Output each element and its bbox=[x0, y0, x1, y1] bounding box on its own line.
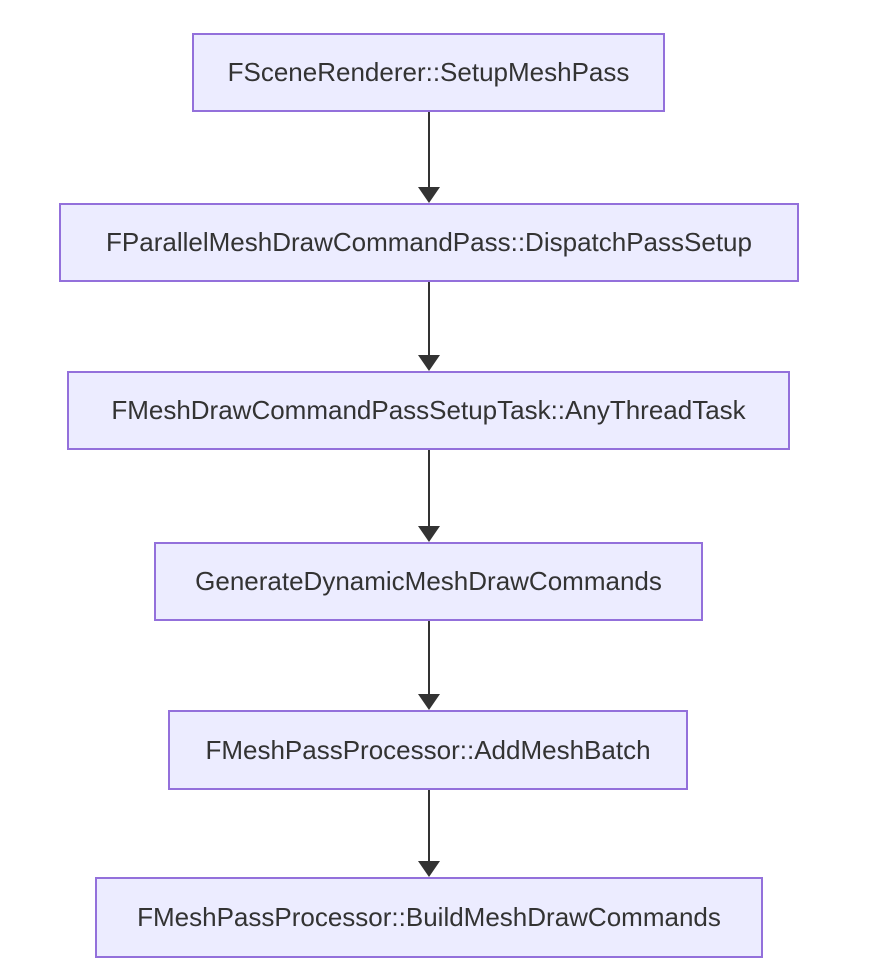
arrowhead-icon bbox=[418, 187, 440, 203]
node-dispatch-pass-setup: FParallelMeshDrawCommandPass::DispatchPa… bbox=[59, 203, 799, 282]
node-add-mesh-batch: FMeshPassProcessor::AddMeshBatch bbox=[168, 710, 688, 790]
edge-connector-5 bbox=[417, 790, 441, 877]
node-label: FMeshPassProcessor::BuildMeshDrawCommand… bbox=[137, 902, 721, 932]
arrowhead-icon bbox=[418, 861, 440, 877]
node-label: GenerateDynamicMeshDrawCommands bbox=[195, 566, 662, 596]
edge-connector-3 bbox=[417, 450, 441, 542]
node-any-thread-task: FMeshDrawCommandPassSetupTask::AnyThread… bbox=[67, 371, 790, 450]
edge-connector-4 bbox=[417, 621, 441, 710]
edge-line bbox=[427, 112, 431, 188]
edge-line bbox=[427, 450, 431, 527]
edge-line bbox=[427, 621, 431, 695]
node-setup-mesh-pass: FSceneRenderer::SetupMeshPass bbox=[192, 33, 665, 112]
arrowhead-icon bbox=[418, 694, 440, 710]
edge-line bbox=[427, 790, 431, 862]
node-generate-dynamic-mesh-draw-commands: GenerateDynamicMeshDrawCommands bbox=[154, 542, 703, 621]
node-build-mesh-draw-commands: FMeshPassProcessor::BuildMeshDrawCommand… bbox=[95, 877, 763, 958]
edge-connector-1 bbox=[417, 112, 441, 203]
node-label: FSceneRenderer::SetupMeshPass bbox=[227, 57, 630, 87]
node-label: FMeshDrawCommandPassSetupTask::AnyThread… bbox=[111, 395, 746, 425]
node-label: FParallelMeshDrawCommandPass::DispatchPa… bbox=[106, 227, 752, 257]
node-label: FMeshPassProcessor::AddMeshBatch bbox=[205, 734, 651, 765]
edge-connector-2 bbox=[417, 282, 441, 371]
arrowhead-icon bbox=[418, 526, 440, 542]
edge-line bbox=[427, 282, 431, 356]
arrowhead-icon bbox=[418, 355, 440, 371]
